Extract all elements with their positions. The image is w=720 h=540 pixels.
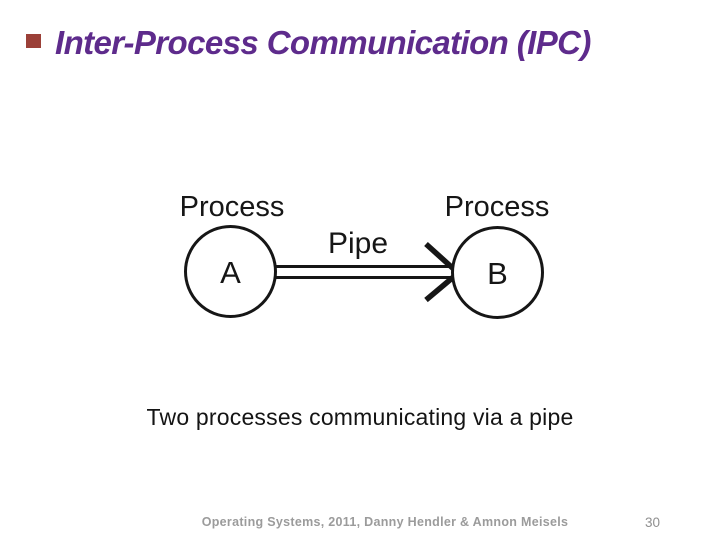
process-a-node: A [184,225,277,318]
slide-title: Inter-Process Communication (IPC) [55,24,591,61]
process-a-letter: A [220,255,241,290]
process-b-letter: B [487,256,508,291]
slide-caption: Two processes communicating via a pipe [146,404,574,430]
footer-credit: Operating Systems, 2011, Danny Hendler &… [201,515,569,529]
pipe-label: Pipe [328,227,389,260]
page-number: 30 [645,515,661,530]
pipe-connector [276,265,454,279]
process-a-label: Process [179,191,285,223]
accent-square [26,34,41,48]
process-b-node: B [451,226,544,319]
process-b-label: Process [444,191,550,223]
